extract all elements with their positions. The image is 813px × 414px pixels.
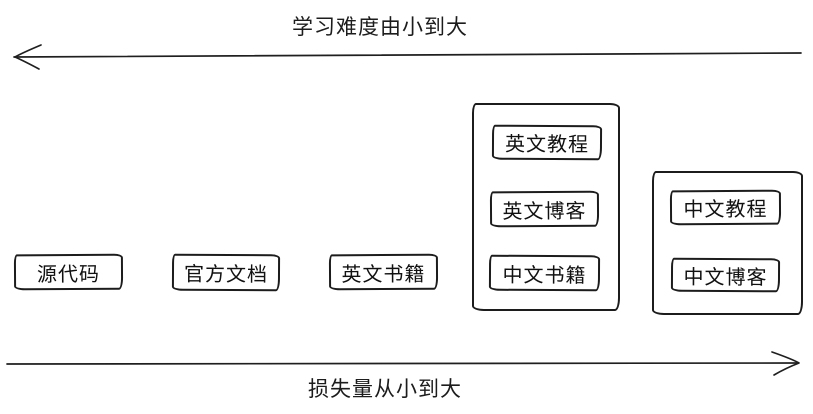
group-medium-difficulty: 英文教程 英文博客 中文书籍 [472, 103, 620, 311]
box-chinese-tutorials: 中文教程 [669, 189, 782, 226]
box-label: 英文教程 [504, 131, 590, 157]
box-chinese-blogs: 中文博客 [670, 257, 781, 293]
box-label: 中文书籍 [502, 262, 587, 287]
box-english-books: 英文书籍 [328, 253, 439, 291]
box-english-tutorials: 英文教程 [491, 124, 603, 161]
box-label: 中文博客 [683, 264, 768, 289]
box-source-code: 源代码 [13, 253, 124, 291]
box-official-docs: 官方文档 [171, 253, 281, 292]
box-label: 中文教程 [683, 196, 768, 222]
box-label: 官方文档 [183, 261, 269, 287]
box-label: 英文书籍 [341, 261, 426, 286]
box-label: 源代码 [36, 261, 101, 286]
group-easy-difficulty: 中文教程 中文博客 [652, 171, 803, 315]
right-arrow [6, 351, 800, 376]
top-axis-label: 学习难度由小到大 [292, 15, 468, 39]
box-english-blogs: 英文博客 [489, 190, 600, 228]
box-label: 英文博客 [502, 198, 587, 223]
bottom-axis-label: 损失量从小到大 [308, 377, 462, 401]
box-chinese-books: 中文书籍 [488, 254, 601, 292]
left-arrow [13, 44, 802, 70]
